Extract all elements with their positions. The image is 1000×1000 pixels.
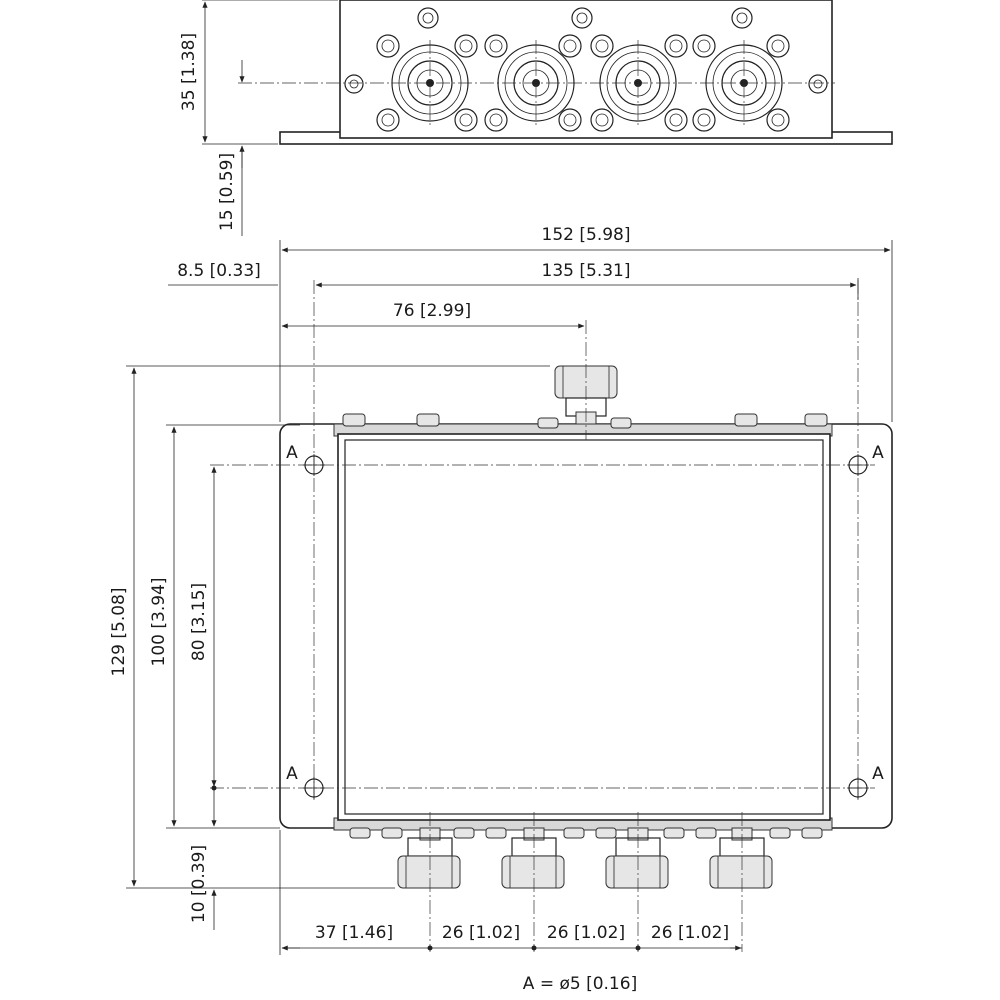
dim-output-pitch-1: 26 [1.02] [442,923,520,943]
plan-view: A A A A 152 [5.98] 135 [5.31] 8.5 [0.33]… [109,225,893,994]
hole-label-bottom-right: A [872,764,884,784]
dim-bottom-offset: 10 [0.39] [189,845,209,923]
side-view-connector-1 [376,34,478,132]
side-view-top-screws [344,7,828,94]
dim-hole-spacing-x: 135 [5.31] [542,261,631,281]
side-view: 35 [1.38] 15 [0.59] [179,0,893,236]
top-studs [342,413,828,429]
housing [337,433,831,821]
hole-note: A = ø5 [0.16] [523,974,637,994]
dim-hole-spacing-y-inner: 80 [3.15] [189,583,209,661]
output-connector-4 [709,827,773,889]
housing-inner [344,439,824,815]
mounting-hole-top-left [303,454,325,476]
output-connector-1 [397,827,461,889]
dim-overall-width: 152 [5.98] [542,225,631,245]
dim-edge-offset: 8.5 [0.33] [177,261,261,281]
bottom-studs [349,827,823,839]
hole-label-top-right: A [872,443,884,463]
mounting-hole-bottom-left [303,777,325,799]
dim-flange-height: 15 [0.59] [217,153,237,231]
dim-output-pitch-2: 26 [1.02] [547,923,625,943]
dim-height-front: 35 [1.38] [179,33,199,111]
hole-label-bottom-left: A [286,764,298,784]
dim-hole-spacing-y-outer: 100 [3.94] [149,578,169,667]
output-connector-3 [605,827,669,889]
output-connector-2 [501,827,565,889]
side-view-connector-2 [484,34,582,132]
mounting-hole-bottom-right [847,777,869,799]
mounting-hole-top-right [847,454,869,476]
hole-label-top-left: A [286,443,298,463]
dim-first-output-offset: 37 [1.46] [315,923,393,943]
dim-overall-height: 129 [5.08] [109,588,129,677]
dim-output-pitch-3: 26 [1.02] [651,923,729,943]
side-view-connector-4 [692,34,790,132]
side-view-connector-3 [590,34,688,132]
dim-input-offset: 76 [2.99] [393,301,471,321]
